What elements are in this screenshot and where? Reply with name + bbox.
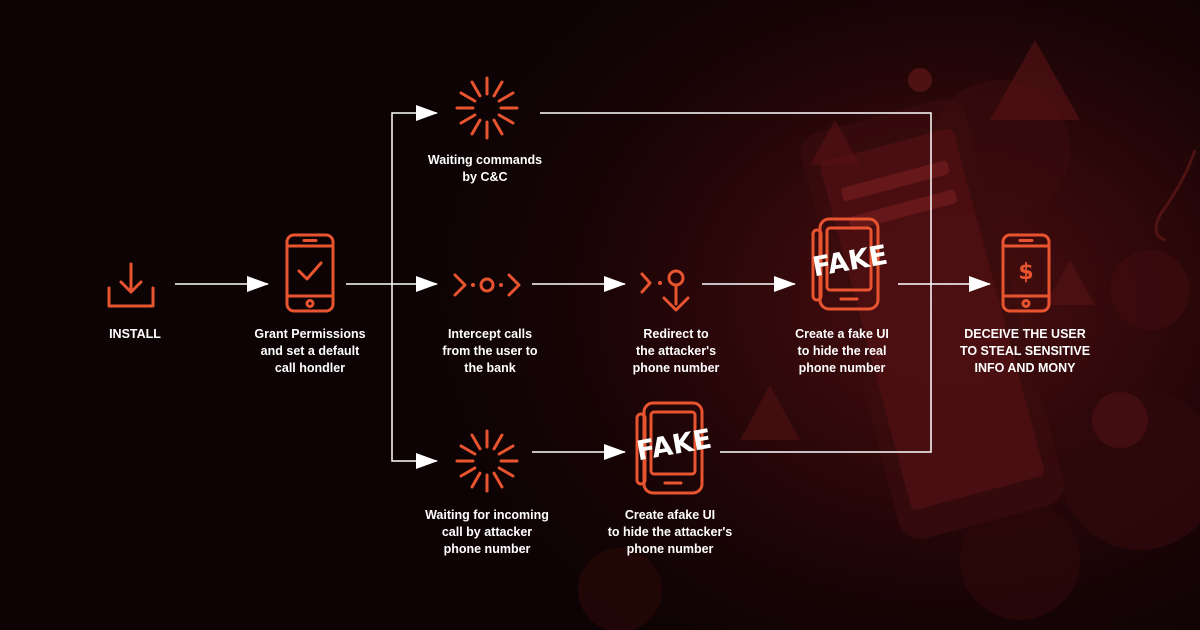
background-blob <box>1092 392 1148 448</box>
background-blob <box>960 500 1080 620</box>
fake-phone-icon: FAKE <box>810 217 890 311</box>
fake-ui-real-label: Create a fake UI to hide the real phone … <box>795 327 889 375</box>
line-fake-ui-attacker-to-merge <box>720 284 932 453</box>
background-warning-icon <box>810 120 860 165</box>
background-warning-icon <box>740 385 800 440</box>
waiting-incoming-label: Waiting for incoming call by attacker ph… <box>425 508 549 556</box>
install-label: INSTALL <box>109 327 161 341</box>
line-waiting-cc-to-merge <box>540 112 932 284</box>
download-icon <box>107 262 155 308</box>
waiting-cc-label: Waiting commands by C&C <box>427 153 543 184</box>
background-blob <box>578 548 662 630</box>
phone-check-icon <box>285 233 335 313</box>
background-hook-icon <box>1154 149 1197 242</box>
background-warning-icon <box>1045 260 1095 305</box>
background-warning-icon <box>990 40 1080 120</box>
redirect-icon <box>640 269 690 312</box>
background-blob <box>908 68 932 92</box>
dollar-sign: $ <box>1018 260 1033 285</box>
arrow-grant-to-waiting-cc <box>391 105 438 284</box>
background-blob <box>1110 250 1190 330</box>
intercept-icon <box>453 273 521 297</box>
loading-spinner-icon <box>455 76 519 140</box>
phone-dollar-icon: $ <box>1001 233 1051 313</box>
redirect-label: Redirect to the attacker's phone number <box>632 327 720 375</box>
loading-spinner-icon <box>455 429 519 493</box>
fake-phone-icon: FAKE <box>634 401 714 495</box>
intercept-label: Intercept calls from the user to the ban… <box>442 327 538 375</box>
deceive-label: DECEIVE THE USER TO STEAL SENSITIVE INFO… <box>959 327 1091 375</box>
arrow-grant-to-waiting-incoming <box>391 284 438 469</box>
fake-ui-attacker-label: Create afake UI to hide the attacker's p… <box>607 508 733 556</box>
grant-label: Grant Permissions and set a default call… <box>254 327 366 375</box>
